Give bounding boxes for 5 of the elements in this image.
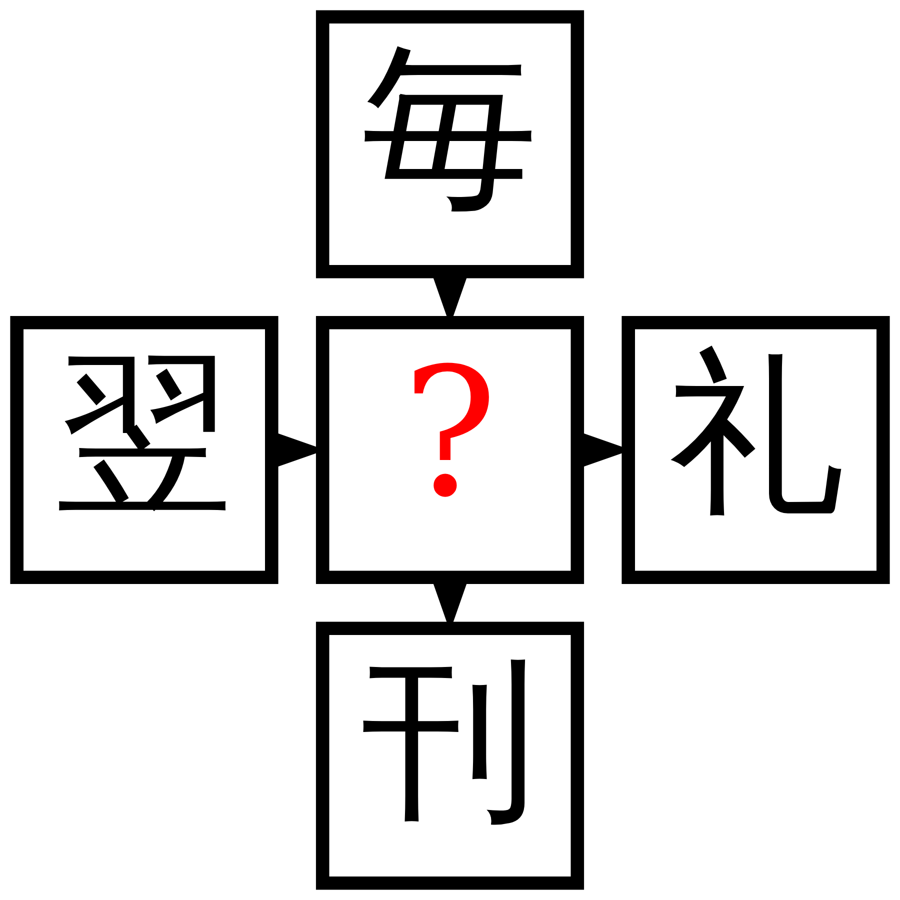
node-box: ? [316,316,584,584]
node-box: 礼 [622,316,890,584]
node-box: 翌 [10,316,278,584]
node-box: 刊 [316,622,584,890]
node-box: 毎 [316,10,584,278]
